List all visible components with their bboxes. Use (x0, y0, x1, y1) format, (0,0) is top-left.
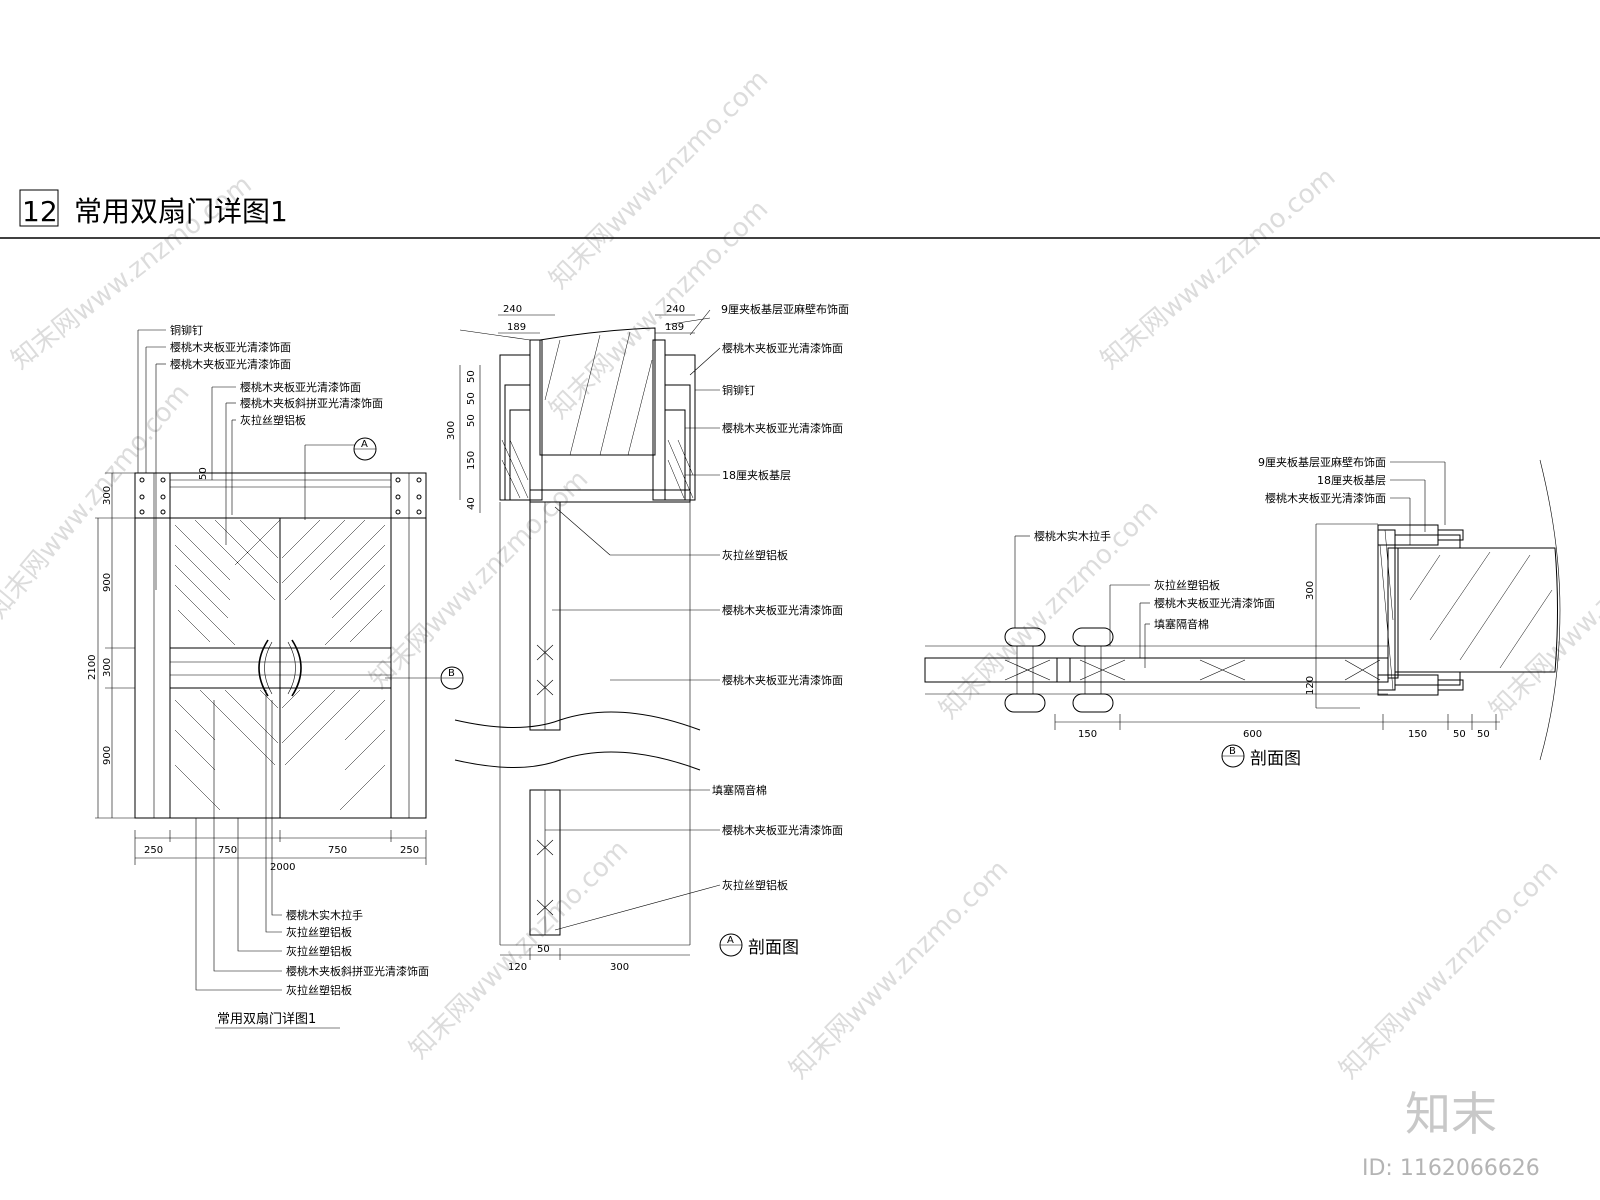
dim-a-left-0: 50 (466, 370, 477, 383)
sec-b-label-left-2: 樱桃木夹板亚光清漆饰面 (1154, 596, 1275, 610)
elev-label-top-5: 灰拉丝塑铝板 (240, 413, 306, 427)
watermark-text: 知末网www.znzmo.com (544, 64, 775, 295)
middle-band (169, 647, 392, 689)
elev-label-top-4: 樱桃木夹板斜拼亚光清漆饰面 (240, 396, 383, 410)
dim-bottom-250b: 250 (400, 845, 419, 856)
door-leaf-left (169, 517, 281, 819)
elev-label-bottom-2: 灰拉丝塑铝板 (286, 944, 352, 958)
dim-a-left-3: 150 (466, 451, 477, 470)
sec-a-label-2: 铜铆钉 (722, 383, 755, 397)
sec-a-label-5: 灰拉丝塑铝板 (722, 548, 788, 562)
dim-b-bottom-1: 600 (1243, 729, 1262, 740)
dim-bottom-750a: 750 (218, 845, 237, 856)
dim-b-120: 120 (1305, 676, 1316, 695)
break-line (454, 711, 701, 731)
watermark-text: 知末网www.znzmo.com (1334, 854, 1565, 1085)
title-number: 12 (22, 195, 58, 228)
dim-a-left-2: 50 (466, 414, 477, 427)
sec-a-label-0: 9厘夹板基层亚麻壁布饰面 (721, 302, 849, 316)
brand-logo: 知末 (1405, 1087, 1497, 1141)
sec-b-label-right-0: 9厘夹板基层亚麻壁布饰面 (1258, 455, 1386, 469)
sec-a-label-10: 灰拉丝塑铝板 (722, 878, 788, 892)
section-b-caption-marker-label: B (1229, 746, 1236, 757)
elev-label-top-1: 樱桃木夹板亚光清漆饰面 (170, 340, 291, 354)
sec-a-label-7: 樱桃木夹板亚光清漆饰面 (722, 673, 843, 687)
dim-a-left-4: 40 (466, 497, 477, 510)
elev-label-bottom-0: 樱桃木实木拉手 (286, 908, 363, 922)
section-marker-b-label: B (448, 668, 455, 679)
watermark-text: 知末网www.znzmo.com (784, 854, 1015, 1085)
dim-a-300: 300 (446, 421, 457, 440)
dim-a-240-left: 240 (503, 304, 522, 315)
sec-a-label-3: 樱桃木夹板亚光清漆饰面 (722, 421, 843, 435)
dim-total: 2000 (270, 862, 295, 873)
dim-height: 2100 (87, 655, 98, 680)
door-elevation: 300 900 300 900 2100 50 250 750 750 250 … (87, 323, 464, 1029)
elev-label-bottom-1: 灰拉丝塑铝板 (286, 925, 352, 939)
left-post (134, 472, 171, 819)
dim-left-900: 900 (102, 573, 113, 592)
watermark-text: 知末网www.znzmo.com (404, 834, 635, 1065)
sec-a-label-4: 18厘夹板基层 (722, 468, 791, 482)
sec-b-label-left-0: 樱桃木实木拉手 (1034, 529, 1111, 543)
handle-right-icon (291, 639, 302, 697)
section-b-drawing: 樱桃木实木拉手 灰拉丝塑铝板 樱桃木夹板亚光清漆饰面 填塞隔音棉 9厘夹板基层亚… (924, 455, 1561, 769)
page-title: 常用双扇门详图1 (74, 195, 288, 228)
section-a-caption-marker-label: A (727, 935, 734, 946)
elevation-caption: 常用双扇门详图1 (217, 1011, 316, 1027)
dim-left-900b: 900 (102, 746, 113, 765)
dim-b-bottom-3: 50 (1453, 729, 1466, 740)
dim-50: 50 (198, 467, 209, 480)
watermark-text: 知末网www.znzmo.com (1484, 494, 1600, 725)
dim-left-300: 300 (102, 486, 113, 505)
section-marker-a-label: A (361, 439, 368, 450)
sec-a-label-9: 樱桃木夹板亚光清漆饰面 (722, 823, 843, 837)
sec-a-label-6: 樱桃木夹板亚光清漆饰面 (722, 603, 843, 617)
handle-left-icon (258, 639, 269, 697)
sec-b-label-right-2: 樱桃木夹板亚光清漆饰面 (1265, 491, 1386, 505)
dim-bottom-750b: 750 (328, 845, 347, 856)
dim-a-189-right: 189 (665, 322, 684, 333)
watermark-text: 知末网www.znzmo.com (1095, 162, 1341, 375)
section-a-drawing: 240 189 240 189 50 50 50 150 40 300 50 1… (446, 302, 849, 973)
dim-bottom-250a: 250 (144, 845, 163, 856)
section-b-door-leaf (924, 657, 1389, 683)
dim-a-240-right: 240 (666, 304, 685, 315)
sec-a-label-1: 樱桃木夹板亚光清漆饰面 (722, 341, 843, 355)
elev-label-top-3: 樱桃木夹板亚光清漆饰面 (240, 380, 361, 394)
elev-label-bottom-3: 樱桃木夹板斜拼亚光清漆饰面 (286, 964, 429, 978)
section-a-wall (539, 327, 656, 456)
dim-b-bottom-4: 50 (1477, 729, 1490, 740)
sec-a-label-8: 填塞隔音棉 (712, 783, 767, 797)
section-a-caption: 剖面图 (748, 938, 799, 958)
elev-label-top-2: 樱桃木夹板亚光清漆饰面 (170, 357, 291, 371)
dim-b-bottom-2: 150 (1408, 729, 1427, 740)
sec-b-label-left-1: 灰拉丝塑铝板 (1154, 578, 1220, 592)
herringbone-pattern (174, 519, 386, 811)
title-number-box (19, 189, 59, 227)
drawing-header: 12 常用双扇门详图1 (0, 189, 1600, 239)
pull-handle-icon (1004, 627, 1114, 713)
image-id: ID: 1162066626 (1362, 1156, 1540, 1181)
section-b-caption: 剖面图 (1250, 749, 1301, 769)
dim-a-left-1: 50 (466, 392, 477, 405)
dim-b-300: 300 (1305, 581, 1316, 600)
dim-left-300b: 300 (102, 658, 113, 677)
watermark-text: 知末网www.znzmo.com (934, 494, 1165, 725)
sec-b-label-right-1: 18厘夹板基层 (1317, 473, 1386, 487)
elev-label-bottom-4: 灰拉丝塑铝板 (286, 983, 352, 997)
section-a-lintel (529, 489, 691, 503)
elev-label-top-0: 铜铆钉 (170, 323, 203, 337)
dim-a-189-left: 189 (507, 322, 526, 333)
dim-b-bottom-0: 150 (1078, 729, 1097, 740)
sec-b-label-left-3: 填塞隔音棉 (1154, 617, 1209, 631)
dim-a-bottom-300: 300 (610, 962, 629, 973)
section-b-wall (1394, 547, 1558, 673)
dim-a-bottom-120: 120 (508, 962, 527, 973)
section-b-frame (1377, 529, 1396, 691)
dim-a-bottom-50: 50 (537, 944, 550, 955)
